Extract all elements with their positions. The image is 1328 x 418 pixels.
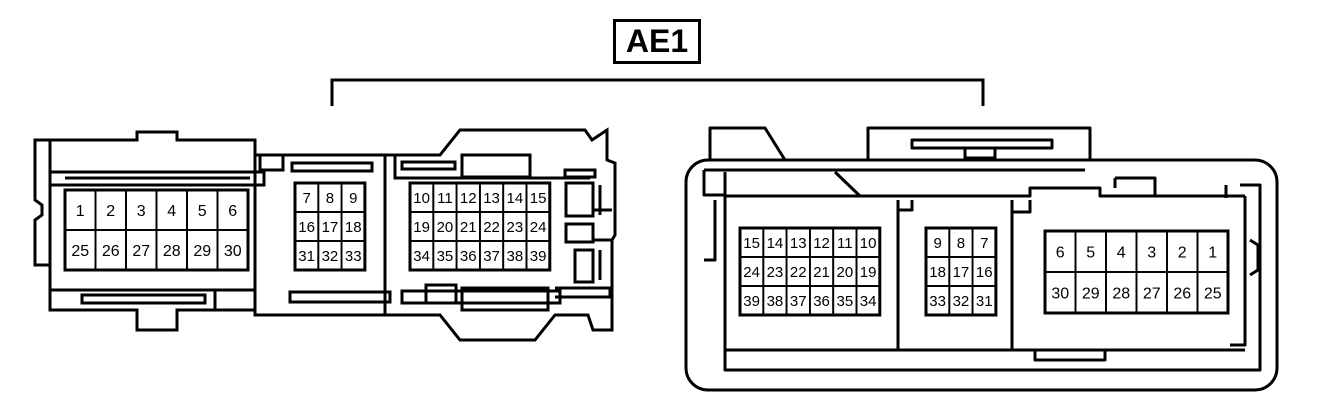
terminal-number: 10 xyxy=(860,235,877,252)
terminal-number: 2 xyxy=(106,203,115,220)
terminal-number: 25 xyxy=(71,243,89,260)
terminal-number: 3 xyxy=(1147,244,1156,261)
terminal-number: 28 xyxy=(1112,285,1130,302)
terminal-number: 9 xyxy=(933,235,941,252)
terminal-number: 27 xyxy=(1143,285,1161,302)
terminal-number: 26 xyxy=(102,243,120,260)
terminal-number: 2 xyxy=(1178,244,1187,261)
terminal-number: 1 xyxy=(1208,244,1217,261)
terminal-number: 19 xyxy=(860,264,877,281)
terminal-number: 38 xyxy=(507,248,524,265)
terminal-number: 18 xyxy=(345,219,362,236)
terminal-number: 36 xyxy=(813,293,830,310)
terminal-number: 31 xyxy=(976,293,993,310)
terminal-number: 6 xyxy=(1056,244,1065,261)
terminal-number: 23 xyxy=(507,219,524,236)
right-connector-housing xyxy=(684,126,1279,392)
terminal-number: 1 xyxy=(76,203,85,220)
bracket xyxy=(330,78,985,106)
terminal-number: 12 xyxy=(813,235,830,252)
terminal-cell xyxy=(1196,271,1229,314)
terminal-number: 18 xyxy=(929,264,946,281)
terminal-number: 39 xyxy=(743,293,760,310)
terminal-number: 15 xyxy=(530,190,547,207)
terminal-number: 7 xyxy=(302,190,310,207)
terminal-cell xyxy=(971,285,997,316)
terminal-number: 35 xyxy=(437,248,454,265)
terminal-number: 16 xyxy=(298,219,315,236)
terminal-number: 17 xyxy=(322,219,339,236)
terminal-cell xyxy=(525,240,551,271)
terminal-number: 6 xyxy=(228,203,237,220)
terminal-number: 29 xyxy=(1082,285,1100,302)
terminal-number: 34 xyxy=(860,293,877,310)
terminal-number: 32 xyxy=(322,248,339,265)
terminal-number: 36 xyxy=(460,248,477,265)
terminal-number: 20 xyxy=(437,219,454,236)
terminal-number: 22 xyxy=(790,264,807,281)
terminal-cell xyxy=(340,240,366,271)
terminal-number: 27 xyxy=(132,243,150,260)
terminal-number: 9 xyxy=(349,190,357,207)
terminal-number: 15 xyxy=(743,235,760,252)
terminal-cell xyxy=(855,285,881,316)
terminal-number: 34 xyxy=(413,248,430,265)
terminal-number: 37 xyxy=(790,293,807,310)
terminal-number: 35 xyxy=(837,293,854,310)
terminal-number: 7 xyxy=(980,235,988,252)
terminal-number: 4 xyxy=(167,203,176,220)
terminal-number: 14 xyxy=(507,190,524,207)
terminal-cell xyxy=(216,229,249,271)
terminal-number: 21 xyxy=(813,264,830,281)
terminal-number: 16 xyxy=(976,264,993,281)
terminal-number: 25 xyxy=(1204,285,1222,302)
right-block-c: 6 5 4 3 2 1 30 29 28 27 26 25 xyxy=(1043,229,1230,315)
terminal-number: 14 xyxy=(767,235,784,252)
terminal-number: 4 xyxy=(1117,244,1126,261)
terminal-number: 19 xyxy=(413,219,430,236)
terminal-number: 20 xyxy=(837,264,854,281)
terminal-number: 38 xyxy=(767,293,784,310)
terminal-number: 8 xyxy=(326,190,334,207)
terminal-number: 21 xyxy=(460,219,477,236)
left-block-a: 1 2 3 4 5 6 25 26 27 28 29 30 xyxy=(63,188,250,272)
terminal-number: 8 xyxy=(957,235,965,252)
terminal-number: 5 xyxy=(1086,244,1095,261)
terminal-number: 33 xyxy=(929,293,946,310)
right-block-a: 15 14 13 12 11 10 24 23 22 21 20 19 39 38 37 36 35 34 xyxy=(738,226,882,317)
terminal-number: 11 xyxy=(837,235,853,252)
terminal-number: 32 xyxy=(953,293,970,310)
terminal-number: 13 xyxy=(483,190,500,207)
terminal-number: 12 xyxy=(460,190,477,207)
terminal-number: 30 xyxy=(1051,285,1069,302)
terminal-number: 5 xyxy=(198,203,207,220)
connector-title: AE1 xyxy=(613,19,701,64)
terminal-number: 31 xyxy=(298,248,315,265)
terminal-number: 13 xyxy=(790,235,807,252)
terminal-number: 24 xyxy=(743,264,760,281)
terminal-number: 28 xyxy=(163,243,181,260)
terminal-number: 30 xyxy=(224,243,242,260)
terminal-number: 24 xyxy=(530,219,547,236)
terminal-number: 33 xyxy=(345,248,362,265)
terminal-number: 3 xyxy=(137,203,146,220)
terminal-number: 17 xyxy=(953,264,970,281)
left-block-c: 10 11 12 13 14 15 19 20 21 22 23 24 34 35 36 37 38 39 xyxy=(408,181,552,272)
left-connector-housing xyxy=(33,127,617,342)
terminal-number: 29 xyxy=(193,243,211,260)
terminal-number: 22 xyxy=(483,219,500,236)
terminal-number: 37 xyxy=(483,248,500,265)
terminal-number: 11 xyxy=(437,190,453,207)
terminal-number: 23 xyxy=(767,264,784,281)
terminal-number: 10 xyxy=(413,190,430,207)
terminal-number: 26 xyxy=(1173,285,1191,302)
terminal-number: 39 xyxy=(530,248,547,265)
